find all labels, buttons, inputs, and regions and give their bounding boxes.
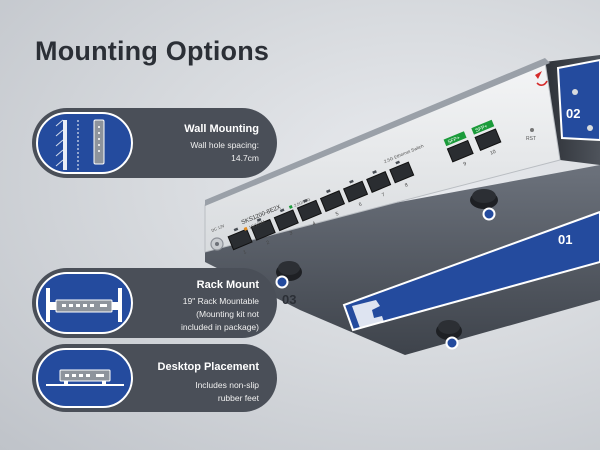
- port-led: [256, 217, 262, 222]
- port-number: 7: [381, 192, 386, 199]
- side-plate-hole: [572, 89, 578, 95]
- side-plate-hole: [587, 125, 593, 131]
- rack-mount-option: Rack Mount 19" Rack Mountable (Mounting …: [32, 268, 277, 338]
- desktop-thumbnail: [36, 348, 133, 408]
- sfp-number-9: 9: [463, 161, 468, 168]
- rack-mount-desc-2: (Mounting kit not: [196, 309, 259, 319]
- port-led: [326, 189, 331, 194]
- led-legend-2: 1G/100M: [248, 219, 265, 230]
- foot-marker: [482, 207, 496, 221]
- rst-label: RST: [526, 136, 536, 142]
- rj45-port-4: [296, 199, 322, 222]
- foot-marker: [275, 275, 289, 289]
- wall-mounting-heading: Wall Mounting: [184, 123, 259, 135]
- rj45-port-3: [273, 209, 299, 232]
- desktop-placement-option: Desktop Placement Includes non-slip rubb…: [32, 344, 277, 412]
- sfp-port-9: [446, 139, 474, 163]
- rj45-port-5: [319, 190, 346, 213]
- sfp-port-10: [474, 128, 502, 152]
- port-number: 2: [266, 240, 271, 247]
- port-led: [302, 198, 308, 203]
- desktop-placement-desc-2: rubber feet: [217, 393, 259, 403]
- badge-03: 03: [282, 292, 297, 307]
- sfp-label-2: [471, 119, 495, 135]
- rj45-port-7: [366, 171, 392, 193]
- sfp-number-10: 10: [489, 149, 497, 157]
- dc-label: DC 12V: [211, 223, 226, 233]
- sfp-label-2-text: SFP+: [475, 124, 489, 134]
- rack-mount-desc-3: included in package): [181, 322, 259, 332]
- port-led: [279, 208, 285, 213]
- foot-marker: [445, 336, 459, 350]
- wrench-icon: [352, 300, 384, 328]
- desktop-placement-heading: Desktop Placement: [157, 361, 259, 373]
- port-led: [233, 227, 239, 232]
- sfp-label-1: [443, 131, 467, 147]
- wall-mounting-desc-1: Wall hole spacing:: [190, 140, 259, 150]
- desktop-placement-desc-1: Includes non-slip: [195, 380, 259, 390]
- sfp-label-1-text: SFP+: [447, 135, 461, 145]
- wall-mounting-option: Wall Mounting Wall hole spacing: 14.7cm: [32, 108, 277, 178]
- rack-mount-icon: [46, 288, 122, 322]
- port-number: 3: [289, 230, 294, 237]
- port-number: 1: [242, 249, 247, 256]
- rj45-port-6: [343, 180, 369, 203]
- wall-mounting-desc-2: 14.7cm: [231, 153, 259, 163]
- rack-mount-desc-1: 19" Rack Mountable: [182, 296, 259, 306]
- port-number: 6: [358, 201, 363, 208]
- page-title: Mounting Options: [35, 36, 270, 66]
- rj45-port-2: [250, 218, 276, 241]
- rj45-port-1: [227, 228, 253, 251]
- port-led: [395, 160, 400, 165]
- port-number: 8: [404, 182, 409, 189]
- badge-02: 02: [566, 106, 581, 121]
- port-led: [372, 170, 377, 174]
- sublabel: 2.5G Ethernet Switch: [383, 143, 425, 164]
- port-number: 5: [335, 211, 340, 218]
- switch-bottom: [205, 165, 600, 355]
- led-legend-1: 2.5G/10G: [293, 197, 311, 208]
- rj45-port-8: [389, 161, 415, 184]
- port-number: 4: [312, 220, 317, 227]
- desktop-icon: [46, 369, 124, 386]
- side-mount-plate: [556, 58, 600, 142]
- reset-hole: [530, 128, 534, 132]
- rack-bracket-strip: [342, 210, 600, 332]
- wall-mount-thumbnail: [36, 112, 133, 174]
- rack-mount-thumbnail: [36, 272, 133, 334]
- badge-01: 01: [558, 232, 573, 247]
- wall-mount-icon: [55, 119, 105, 170]
- port-led: [349, 179, 354, 184]
- logo-icon: [535, 71, 548, 86]
- rack-mount-heading: Rack Mount: [196, 279, 259, 291]
